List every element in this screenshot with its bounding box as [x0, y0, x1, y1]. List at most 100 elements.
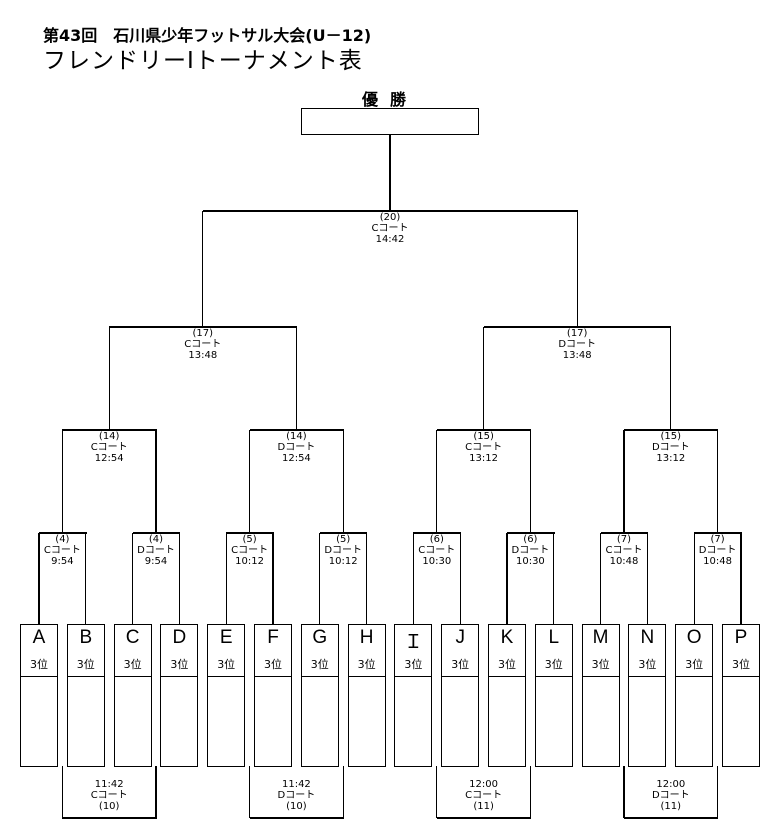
team-slot[interactable]: B 3位 [66, 624, 105, 767]
match-court: Dコート [137, 545, 175, 556]
match-time: 9:54 [144, 556, 168, 567]
bracket-line [646, 533, 649, 624]
team-slot[interactable]: M 3位 [581, 624, 620, 767]
bracket-line [155, 430, 157, 533]
match-no: (14) [98, 431, 120, 442]
match-court: Cコート [371, 223, 409, 234]
bracket-line [295, 327, 298, 430]
bracket-line [272, 533, 274, 624]
team-rank: 3位 [76, 658, 95, 671]
match-time: 12:00 [656, 779, 686, 790]
team-divider [442, 676, 479, 678]
match-time: 12:00 [469, 779, 498, 790]
team-letter: K [500, 627, 514, 648]
match-no: (11) [473, 801, 494, 812]
bracket-line [342, 766, 344, 818]
bracket-title: フレンドリーⅠトーナメント表 [43, 48, 363, 74]
team-letter: F [267, 627, 279, 648]
bracket-line [506, 533, 508, 624]
match-court: Dコート [558, 339, 597, 350]
bracket-line [178, 533, 181, 624]
match-court: Cコート [465, 790, 503, 801]
team-divider [629, 676, 666, 678]
team-divider [161, 676, 198, 678]
team-divider [21, 676, 57, 678]
bracket-line [553, 533, 555, 624]
match-time: 13:48 [188, 350, 218, 361]
match-time: 10:30 [515, 556, 545, 567]
match-court: Cコート [90, 442, 128, 453]
team-slot[interactable]: L 3位 [534, 624, 573, 767]
team-slot[interactable]: E 3位 [207, 624, 246, 767]
match-no: (14) [286, 431, 307, 442]
team-rank: 3位 [123, 658, 142, 671]
tournament-title: 第43回 石川県少年フットサル大会(U－12) [43, 26, 372, 45]
match-no: (17) [566, 328, 588, 339]
bracket-line [436, 766, 438, 818]
match-no: (10) [98, 801, 120, 812]
team-letter: D [172, 627, 187, 648]
team-letter: B [79, 627, 93, 648]
team-slot[interactable]: K 3位 [488, 624, 526, 767]
match-time: 10:48 [703, 556, 732, 567]
team-rank: 3位 [498, 658, 516, 671]
match-time: 12:54 [94, 453, 124, 464]
team-divider [582, 676, 619, 678]
bracket-line [576, 211, 578, 327]
bracket-line [131, 533, 134, 624]
team-rank: 3位 [217, 658, 236, 671]
match-time: 14:42 [375, 234, 405, 245]
bracket-line [62, 817, 157, 819]
team-rank: 3位 [357, 658, 376, 671]
bracket-line [412, 533, 415, 624]
bracket-line [249, 817, 344, 819]
team-letter: E [219, 627, 233, 648]
bracket-line [155, 766, 157, 818]
bracket-line [529, 430, 532, 533]
team-letter: L [548, 627, 560, 648]
match-no: (5) [242, 534, 257, 545]
match-court: Dコート [277, 790, 316, 801]
bracket-line [693, 533, 695, 624]
match-time: 10:48 [609, 556, 639, 567]
match-court: Dコート [698, 545, 737, 556]
match-court: Cコート [231, 545, 269, 556]
match-no: (5) [336, 534, 351, 545]
team-letter: M [592, 627, 609, 648]
bracket-line [365, 533, 368, 624]
team-rank: 3位 [544, 658, 563, 671]
team-letter: N [640, 627, 655, 648]
match-court: Cコート [90, 790, 128, 801]
bracket-line [740, 533, 742, 624]
match-time: 11:42 [281, 779, 311, 790]
match-no: (15) [660, 431, 682, 442]
match-court: Cコート [43, 545, 81, 556]
match-no: (7) [616, 534, 632, 545]
team-letter: P [734, 627, 748, 648]
team-letter: J [455, 627, 465, 648]
team-rank: 3位 [404, 658, 423, 671]
bracket-line [624, 817, 719, 819]
team-rank: 3位 [591, 658, 610, 671]
